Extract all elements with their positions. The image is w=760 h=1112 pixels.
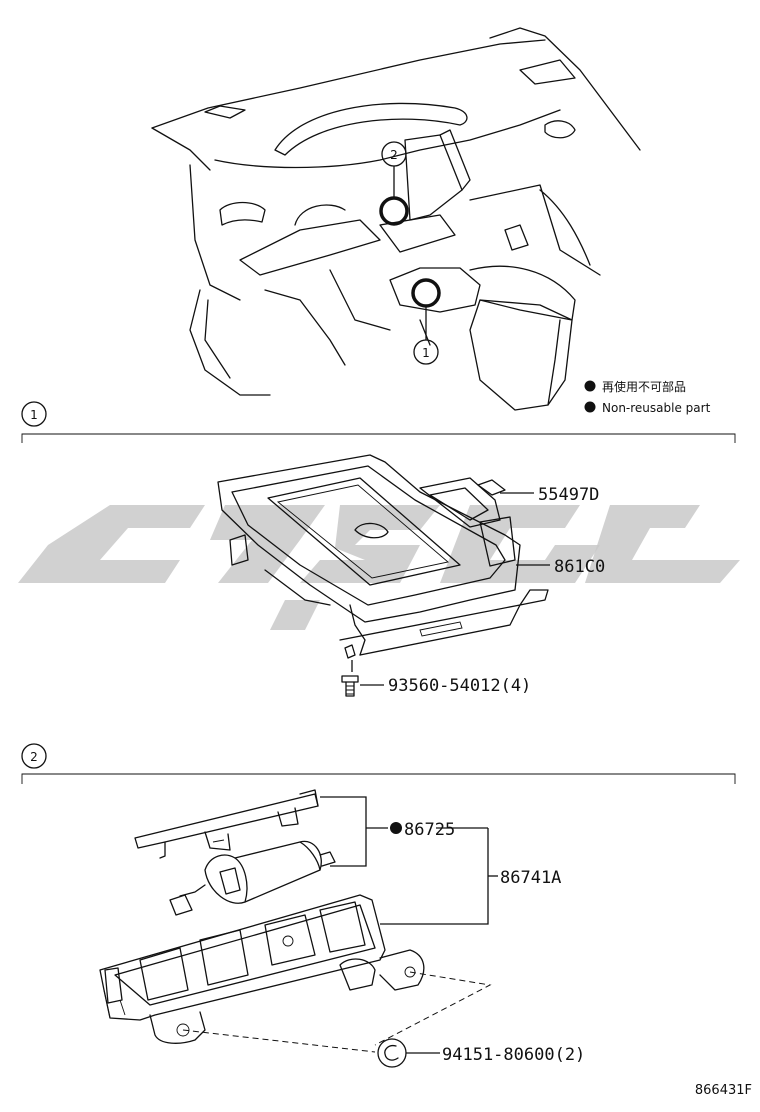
- location-ring-2: [379, 196, 409, 226]
- legend-en-text: Non-reusable part: [602, 401, 711, 415]
- section-marker-2: [21, 743, 47, 769]
- section-marker-2-label: 2: [30, 750, 38, 764]
- wireless-charger-assembly-illustration: [217, 454, 549, 659]
- part-number-861c0: 861C0: [554, 557, 605, 577]
- section-1-bracket: [21, 433, 736, 443]
- part-number-93560-54012: 93560-54012(4): [388, 676, 531, 696]
- diagram-code: 866431F: [695, 1083, 752, 1098]
- top-callout-markers: 2 1: [379, 141, 441, 365]
- non-reusable-dot-icon: [584, 380, 596, 392]
- location-ring-1: [411, 278, 441, 308]
- marker-label-1-top: 1: [422, 346, 430, 360]
- marker-circle-1-top: [413, 339, 439, 365]
- non-reusable-dot-icon: [390, 822, 402, 834]
- marker-label-2-top: 2: [390, 148, 398, 162]
- section-1-header: 1: [21, 401, 736, 443]
- legend-jp-text: 再使用不可部品: [602, 379, 686, 394]
- non-reusable-dot-icon: [584, 401, 596, 413]
- part-number-55497d: 55497D: [538, 485, 599, 505]
- section-1-leaders: [360, 492, 550, 686]
- part-number-94151-80600: 94151-80600(2): [442, 1045, 585, 1065]
- section-2-header: 2: [21, 743, 736, 784]
- section-marker-1: [21, 401, 47, 427]
- section-2-bracket: [21, 773, 736, 784]
- part-number-86725: 86725: [404, 820, 455, 840]
- bracket-plate-illustration: [134, 789, 319, 859]
- cylinder-module-illustration: [169, 840, 336, 916]
- legend: 再使用不可部品 Non-reusable part: [584, 379, 711, 415]
- bolt-icon: [341, 660, 359, 697]
- dashboard-overview-illustration: [151, 27, 641, 411]
- part-number-86741a: 86741A: [500, 868, 561, 888]
- clip-guide-lines: [182, 971, 492, 1053]
- section-2-leaders: [320, 796, 498, 1054]
- section-marker-1-label: 1: [30, 408, 38, 422]
- watermark-logo: [18, 505, 740, 630]
- housing-assembly-illustration: [99, 894, 425, 1044]
- clip-nut-icon: [377, 1038, 407, 1068]
